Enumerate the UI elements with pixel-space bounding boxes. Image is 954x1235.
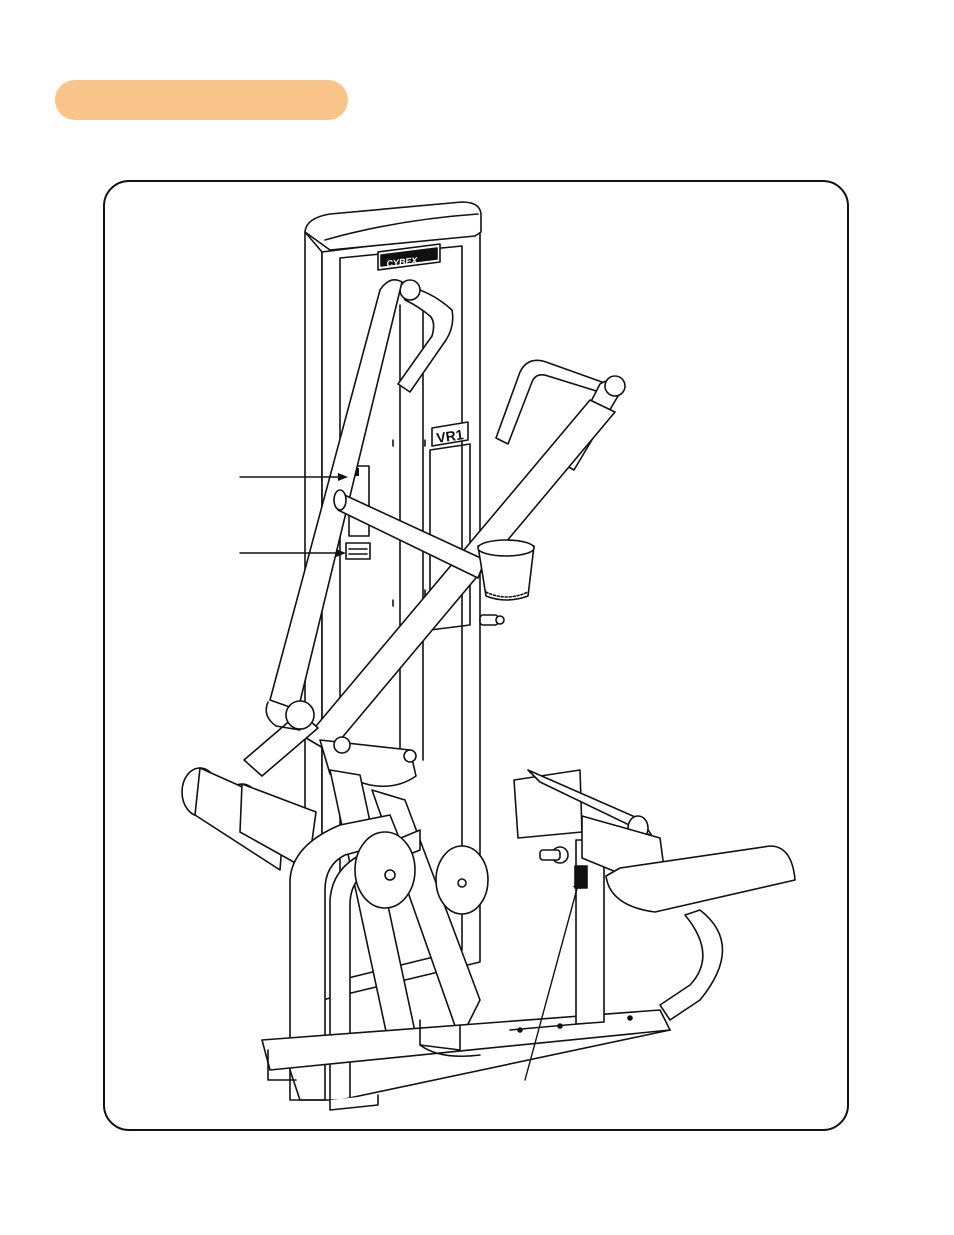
svg-text:VR1: VR1 (435, 426, 464, 446)
lower-decal (345, 542, 371, 560)
leg-pads (181, 711, 319, 871)
base-frame (261, 1009, 671, 1111)
svg-text:CYBEX: CYBEX (386, 255, 419, 269)
seat-assembly (513, 769, 796, 1025)
section-heading-pill (55, 80, 348, 120)
model-plate: VR1 (429, 421, 471, 631)
bottle-holder (477, 539, 535, 601)
brand-logo: CYBEX (377, 243, 441, 271)
crossbar (333, 489, 486, 579)
pulleys (354, 831, 489, 915)
illustration-frame (103, 180, 849, 1131)
callout-lines (239, 473, 581, 1081)
